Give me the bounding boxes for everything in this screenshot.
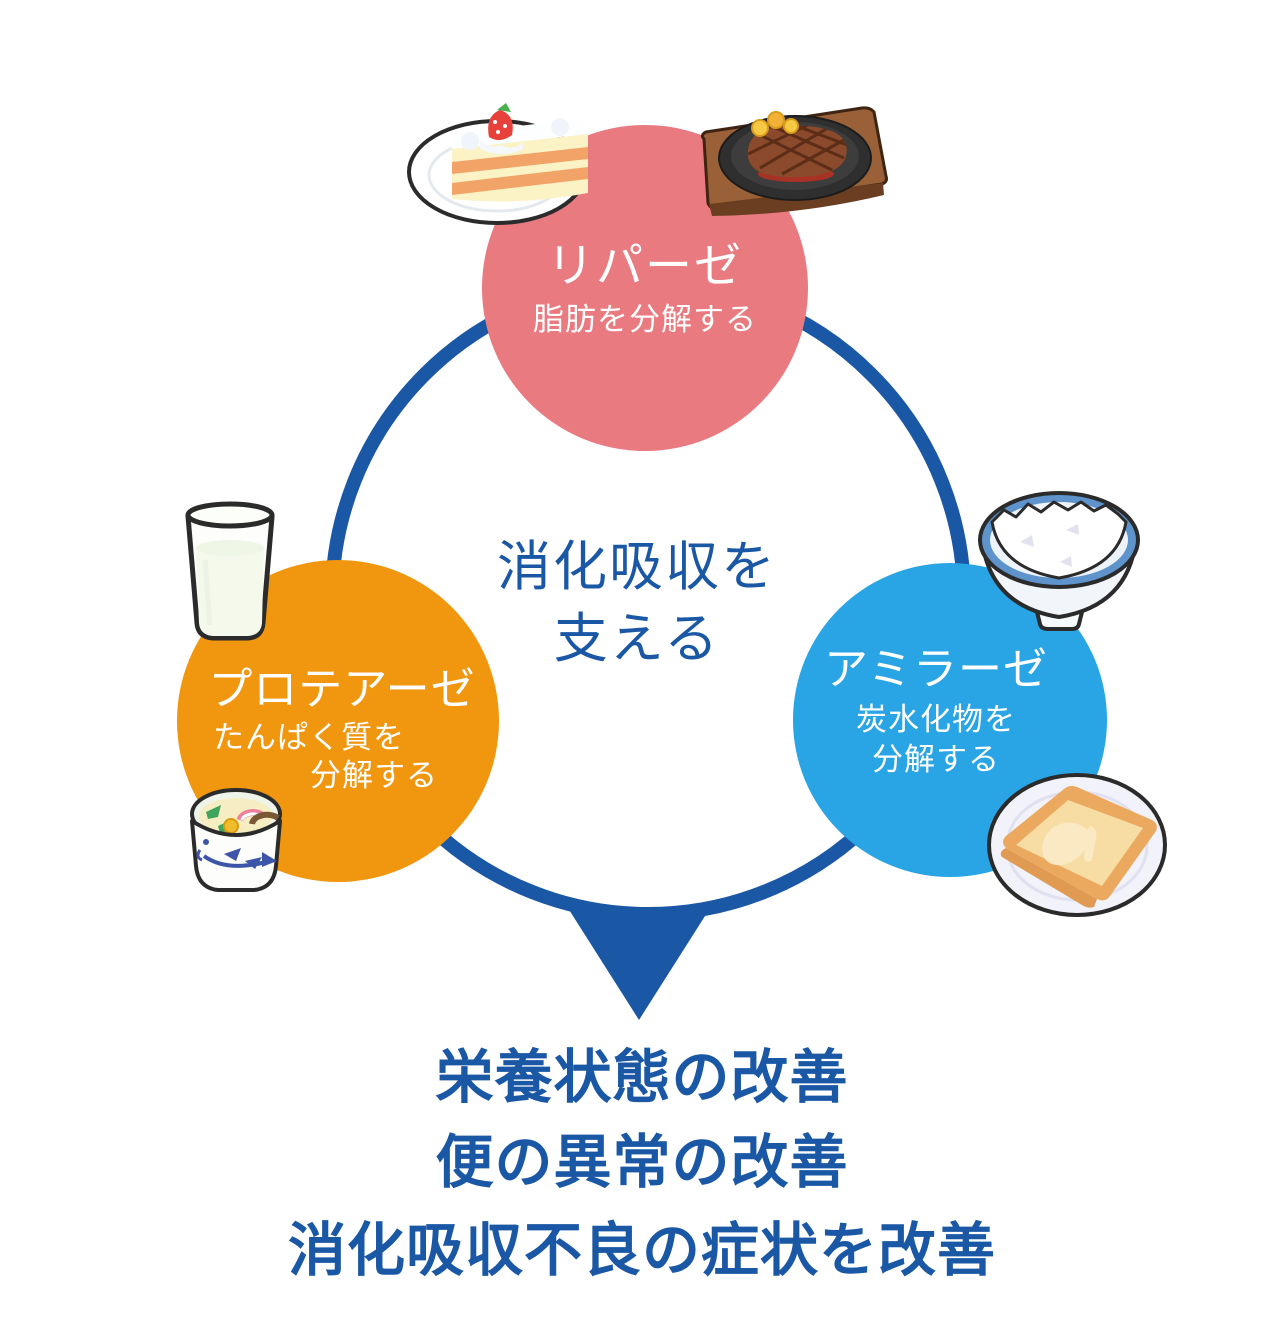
lipase-name-label: リパーゼ: [547, 239, 743, 292]
steak-icon: [700, 106, 888, 216]
toast-icon: [987, 773, 1167, 917]
outcome-line-1: 栄養状態の改善: [435, 1045, 848, 1110]
amylase-role-line2: 分解する: [872, 742, 1000, 777]
milk-glass-icon: [185, 501, 275, 641]
protease-role-line1: たんぱく質を: [213, 720, 405, 755]
arrow-down-icon: [566, 905, 712, 1020]
outcome-line-2: 便の異常の改善: [435, 1130, 848, 1195]
protease-name-label: プロテアーゼ: [208, 665, 475, 714]
outcome-line-3: 消化吸収不良の症状を改善: [288, 1218, 996, 1283]
cake-icon: [407, 103, 588, 225]
protease-role-line2: 分解する: [310, 758, 438, 793]
amylase-name-label: アミラーゼ: [824, 645, 1048, 694]
rice-bowl-icon: [978, 491, 1140, 631]
chawanmushi-icon: [190, 788, 282, 892]
amylase-role-line1: 炭水化物を: [856, 702, 1016, 737]
center-label-line1: 消化吸収を: [497, 537, 777, 597]
lipase-role-label: 脂肪を分解する: [533, 302, 757, 337]
center-label-line2: 支える: [554, 609, 720, 669]
